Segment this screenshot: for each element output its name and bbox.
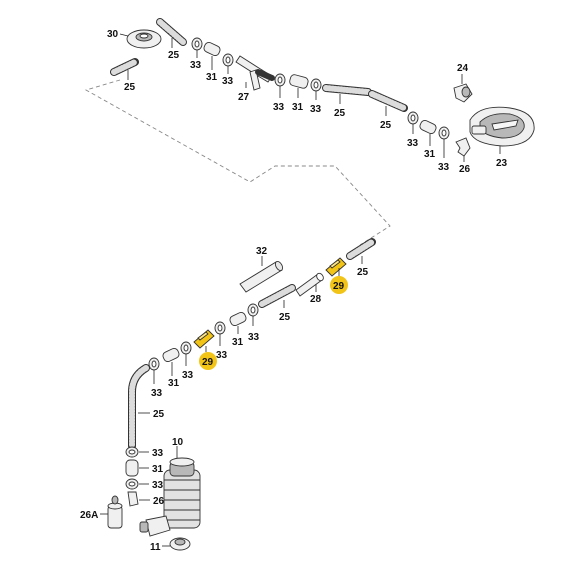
label-31: 31 (168, 378, 180, 389)
label-33: 33 (438, 162, 450, 173)
label-30: 30 (107, 29, 119, 40)
elbow-connector-part (455, 137, 471, 157)
washer-pump-part (163, 457, 201, 529)
clamp-part (247, 303, 259, 317)
clamp-part (310, 78, 322, 92)
connector-part-highlighted (325, 257, 347, 277)
label-23: 23 (496, 158, 508, 169)
pipe-part (295, 272, 324, 297)
label-33: 33 (273, 102, 285, 113)
hose-segment (128, 364, 150, 450)
label-31: 31 (232, 337, 244, 348)
label-33: 33 (152, 448, 164, 459)
sleeve-part (229, 311, 247, 327)
clamp-part (274, 73, 286, 87)
connector-part-highlighted (193, 329, 215, 349)
label-33: 33 (310, 104, 322, 115)
highlight-marker-29 (330, 276, 348, 294)
label-25: 25 (153, 409, 165, 420)
elbow-connector-part (127, 491, 139, 507)
hose-segment (322, 84, 372, 96)
label-11: 11 (150, 542, 161, 553)
label-25: 25 (279, 312, 291, 323)
clamp-part (125, 478, 139, 490)
washer-nozzle-part (469, 106, 535, 147)
cap-part (107, 495, 123, 529)
routing-dash-line (84, 79, 391, 246)
label-26: 26 (153, 496, 165, 507)
label-33: 33 (151, 388, 163, 399)
label-33: 33 (182, 370, 194, 381)
grommet-part (126, 29, 162, 49)
hose-segment (368, 90, 408, 112)
sleeve-part (289, 74, 309, 89)
label-31: 31 (152, 464, 164, 475)
rod-part (239, 260, 284, 293)
sleeve-part (162, 347, 180, 363)
label-31: 31 (206, 72, 218, 83)
clamp-part (438, 126, 450, 140)
label-32: 32 (256, 246, 268, 257)
label-26: 26 (459, 164, 471, 175)
hose-segment (156, 18, 187, 46)
label-26a: 26A (80, 510, 98, 521)
label-28: 28 (310, 294, 322, 305)
label-33: 33 (216, 350, 228, 361)
clamp-part (148, 357, 160, 371)
label-27: 27 (238, 92, 250, 103)
label-29: 29 (202, 357, 214, 368)
grommet-part (169, 537, 191, 551)
clamp-part (222, 53, 234, 67)
label-33: 33 (222, 76, 234, 87)
label-24: 24 (457, 63, 469, 74)
hose-segment (258, 284, 296, 308)
label-31: 31 (424, 149, 436, 160)
label-25: 25 (334, 108, 346, 119)
clamp-part (407, 111, 419, 125)
label-25: 25 (357, 267, 369, 278)
hose-segment (255, 69, 275, 81)
label-10: 10 (172, 437, 184, 448)
label-25: 25 (168, 50, 180, 61)
label-33: 33 (248, 332, 260, 343)
hose-segment (110, 58, 139, 76)
clamp-part (214, 321, 226, 335)
pump-plug-part (139, 515, 171, 537)
label-33: 33 (407, 138, 419, 149)
clamp-part (125, 446, 139, 458)
label-33: 33 (190, 60, 202, 71)
cap-part (453, 83, 473, 103)
highlight-marker-29 (199, 352, 217, 370)
sleeve-part (125, 459, 139, 477)
label-33: 33 (152, 480, 164, 491)
label-29: 29 (333, 281, 345, 292)
hose-segment (346, 238, 376, 260)
sleeve-part (203, 41, 221, 57)
label-31: 31 (292, 102, 304, 113)
clamp-part (191, 37, 203, 51)
label-25: 25 (124, 82, 136, 93)
label-25: 25 (380, 120, 392, 131)
clamp-part (180, 341, 192, 355)
sleeve-part (419, 119, 437, 135)
